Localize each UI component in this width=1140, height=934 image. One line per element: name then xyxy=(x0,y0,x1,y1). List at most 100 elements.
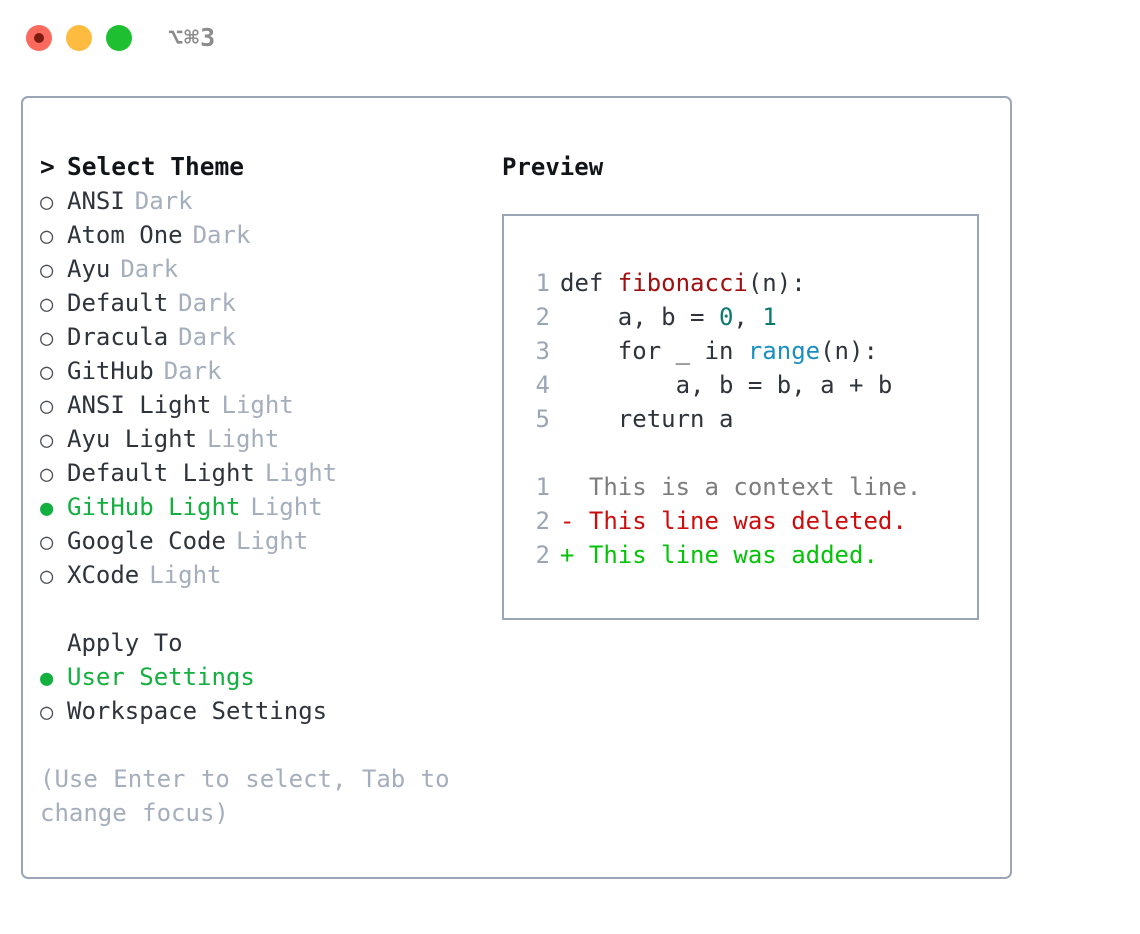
code-token: , xyxy=(733,303,763,331)
radio-unselected-icon: ○ xyxy=(40,530,54,555)
keyboard-shortcut-label: ⌥⌘3 xyxy=(168,23,217,52)
line-number: 1 xyxy=(535,269,550,297)
theme-option-label: GitHub xyxy=(67,357,154,385)
theme-variant-tag: Dark xyxy=(192,221,251,249)
theme-option[interactable]: ● GitHub Light Light xyxy=(40,490,490,524)
diff-text: This line was deleted. xyxy=(574,507,907,535)
theme-variant-tag: Dark xyxy=(120,255,179,283)
code-token: range xyxy=(747,337,821,365)
theme-variant-tag: Light xyxy=(207,425,280,453)
line-number: 5 xyxy=(535,405,550,433)
diff-line: 2- This line was deleted. xyxy=(522,504,971,538)
theme-variant-tag: Light xyxy=(250,493,323,521)
theme-option-label: XCode xyxy=(67,561,140,589)
code-token: def xyxy=(560,269,618,297)
diff-marker xyxy=(560,473,574,501)
apply-to-list: ● User Settings ○ Workspace Settings xyxy=(40,660,490,728)
code-token: a, b = xyxy=(560,303,719,331)
theme-option[interactable]: ○ GitHub Dark xyxy=(40,354,490,388)
diff-line: 1 This is a context line. xyxy=(522,470,971,504)
radio-unselected-icon: ○ xyxy=(40,258,54,283)
theme-option[interactable]: ○ Ayu Dark xyxy=(40,252,490,286)
theme-variant-tag: Dark xyxy=(163,357,222,385)
theme-option-label: Ayu xyxy=(67,255,111,283)
diff-marker: + xyxy=(560,541,575,569)
radio-unselected-icon: ○ xyxy=(40,700,54,725)
apply-to-option[interactable]: ○ Workspace Settings xyxy=(40,694,490,728)
code-line: 2 a, b = 0, 1 xyxy=(522,300,971,334)
theme-variant-tag: Dark xyxy=(178,323,236,351)
theme-option[interactable]: ○ ANSI Dark xyxy=(40,184,490,218)
select-theme-header: > Select Theme xyxy=(40,150,490,184)
apply-to-title: Apply To xyxy=(67,629,183,657)
theme-option[interactable]: ○ ANSI Light Light xyxy=(40,388,490,422)
radio-unselected-icon: ○ xyxy=(40,360,54,385)
radio-selected-icon: ● xyxy=(40,666,54,691)
line-number: 3 xyxy=(535,337,550,365)
radio-unselected-icon: ○ xyxy=(40,326,54,351)
apply-to-option-label: User Settings xyxy=(67,663,255,691)
theme-option-label: Dracula xyxy=(67,323,169,351)
radio-selected-icon: ● xyxy=(40,496,54,521)
code-token: (n): xyxy=(820,337,878,365)
radio-unselected-icon: ○ xyxy=(40,292,54,317)
title-bar: ⌥⌘3 xyxy=(0,0,1140,78)
theme-variant-tag: Light xyxy=(264,459,338,487)
theme-variant-tag: Light xyxy=(221,391,294,419)
code-token: for _ in xyxy=(560,337,748,365)
radio-unselected-icon: ○ xyxy=(40,564,54,589)
theme-option[interactable]: ○ Default Dark xyxy=(40,286,490,320)
theme-option-label: ANSI xyxy=(67,187,125,215)
theme-option-label: GitHub Light xyxy=(67,493,241,521)
radio-unselected-icon: ○ xyxy=(40,428,54,453)
line-number: 2 xyxy=(535,507,550,535)
close-button[interactable] xyxy=(26,25,52,51)
diff-line: 2+ This line was added. xyxy=(522,538,971,572)
diff-text: This is a context line. xyxy=(574,473,922,501)
preview-title: Preview xyxy=(502,153,604,181)
diff-sample: 1 This is a context line.2- This line wa… xyxy=(522,470,971,572)
theme-option-label: Ayu Light xyxy=(67,425,198,453)
theme-option[interactable]: ○ Ayu Light Light xyxy=(40,422,490,456)
theme-option-label: ANSI Light xyxy=(67,391,212,419)
radio-unselected-icon: ○ xyxy=(40,394,54,419)
keyboard-hint-text: (Use Enter to select, Tab to change focu… xyxy=(40,765,450,827)
code-diff-gap xyxy=(522,436,971,470)
theme-variant-tag: Dark xyxy=(134,187,193,215)
apply-to-option-label: Workspace Settings xyxy=(67,697,328,725)
radio-unselected-icon: ○ xyxy=(40,190,54,215)
code-token: 1 xyxy=(762,303,777,331)
line-number: 1 xyxy=(535,473,550,501)
code-line: 1 def fibonacci(n): xyxy=(522,266,971,300)
code-token: a, b = b, a + b xyxy=(560,371,893,399)
radio-unselected-icon: ○ xyxy=(40,462,54,487)
minimize-button[interactable] xyxy=(66,25,92,51)
line-number: 2 xyxy=(535,541,550,569)
apply-to-option[interactable]: ● User Settings xyxy=(40,660,490,694)
theme-option[interactable]: ○ Dracula Dark xyxy=(40,320,490,354)
code-line: 4 a, b = b, a + b xyxy=(522,368,971,402)
caret-icon: > xyxy=(40,152,55,181)
list-spacer xyxy=(40,592,490,626)
code-line: 3 for _ in range(n): xyxy=(522,334,971,368)
code-token: (n): xyxy=(747,269,806,297)
theme-variant-tag: Light xyxy=(235,527,309,555)
code-token: fibonacci xyxy=(617,269,748,297)
theme-option-label: Default xyxy=(67,289,169,317)
theme-variant-tag: Dark xyxy=(178,289,236,317)
zoom-button[interactable] xyxy=(106,25,132,51)
select-theme-header-label: Select Theme xyxy=(67,152,245,181)
line-number: 2 xyxy=(535,303,550,331)
